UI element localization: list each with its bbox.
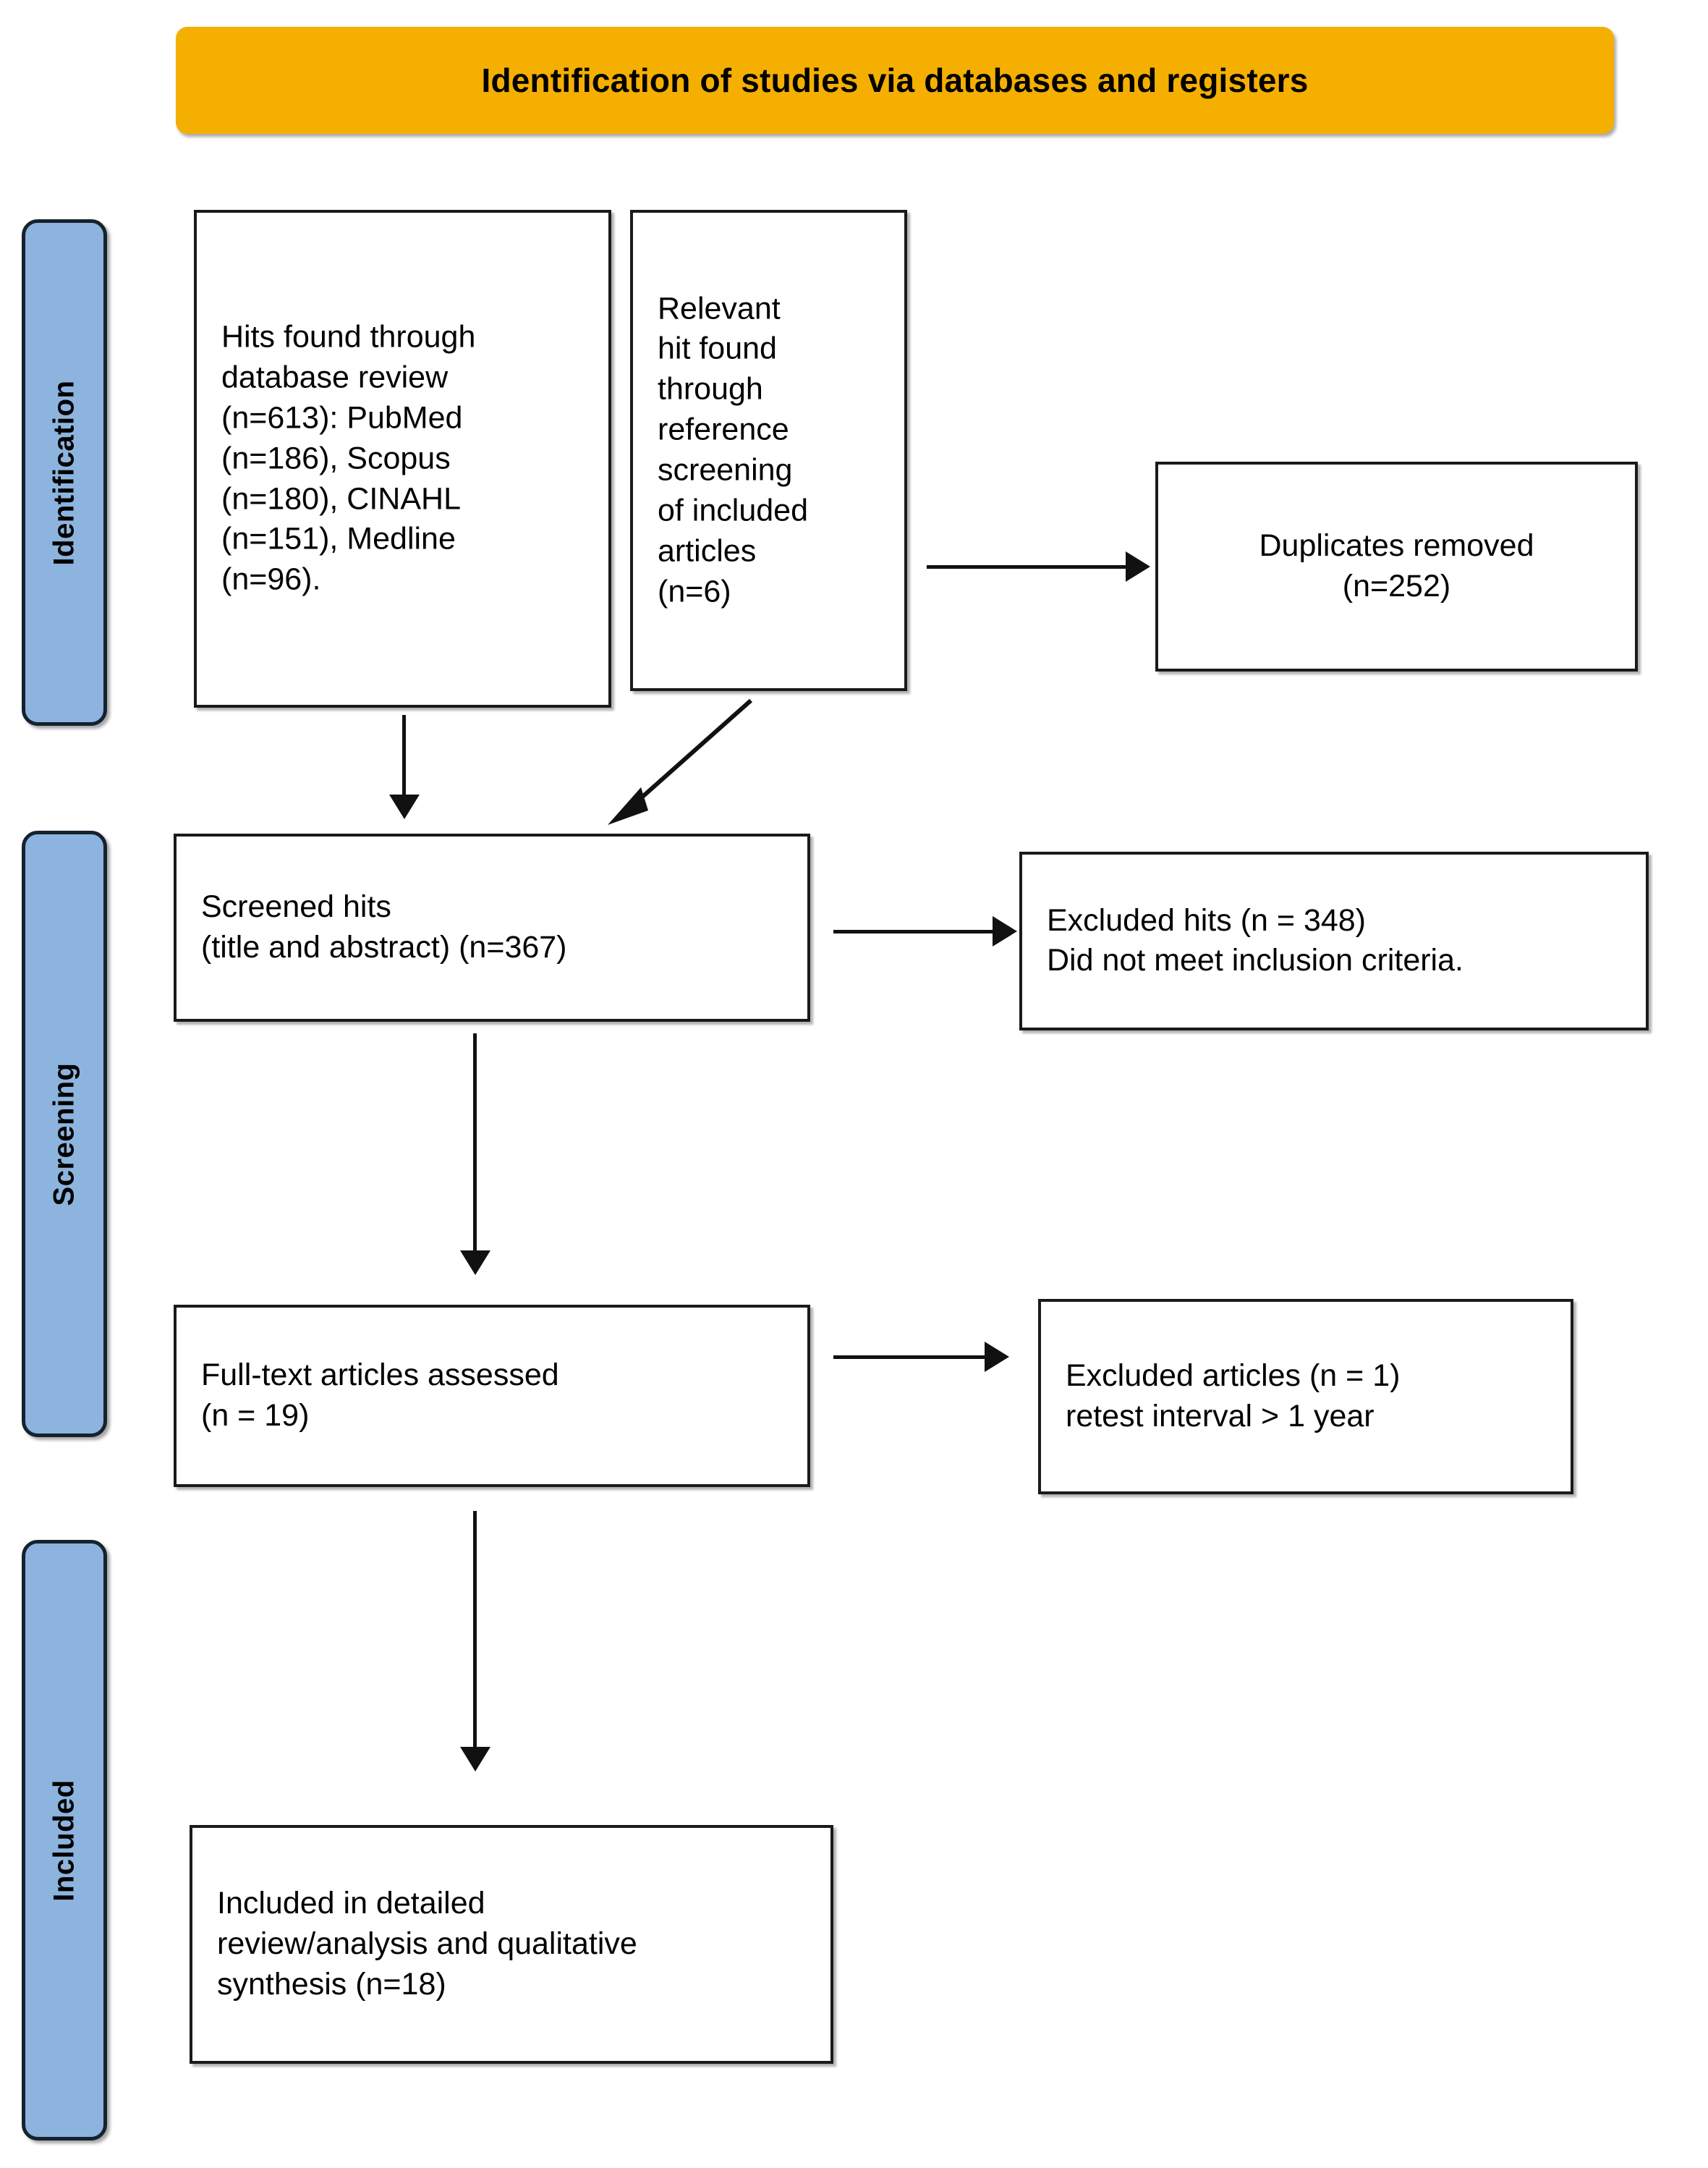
page-title: Identification of studies via databases … xyxy=(481,62,1309,99)
box-fulltext-assessed-text: Full-text articles assessed (n = 19) xyxy=(201,1358,559,1433)
box-excluded-articles: Excluded articles (n = 1) retest interva… xyxy=(1038,1299,1573,1494)
box-excluded-hits: Excluded hits (n = 348) Did not meet inc… xyxy=(1019,852,1649,1030)
stage-label-identification: Identification xyxy=(48,380,80,565)
stage-label-screening: Screening xyxy=(48,1062,80,1206)
connector-screened-to-fulltext-arrowhead xyxy=(460,1250,490,1275)
stage-bar-screening: Screening xyxy=(22,831,107,1437)
box-reference-hits: Relevant hit found through reference scr… xyxy=(630,210,907,691)
box-duplicates-removed-text: Duplicates removed (n=252) xyxy=(1259,528,1534,604)
box-fulltext-assessed: Full-text articles assessed (n = 19) xyxy=(174,1305,810,1487)
stage-bar-identification: Identification xyxy=(22,219,107,726)
box-included-synthesis-text: Included in detailed review/analysis and… xyxy=(217,1886,637,2002)
connector-fulltext-to-excluded-line xyxy=(833,1355,989,1359)
connector-screened-to-fulltext-line xyxy=(473,1033,477,1258)
connector-database-to-screened-arrowhead xyxy=(389,795,420,819)
connector-reference-to-duplicates-arrowhead xyxy=(1126,551,1150,582)
connector-fulltext-to-included-line xyxy=(473,1511,477,1758)
box-screened-hits: Screened hits (title and abstract) (n=36… xyxy=(174,834,810,1022)
box-screened-hits-text: Screened hits (title and abstract) (n=36… xyxy=(201,889,567,965)
box-reference-hits-text: Relevant hit found through reference scr… xyxy=(658,290,808,609)
box-excluded-hits-text: Excluded hits (n = 348) Did not meet inc… xyxy=(1047,902,1463,978)
header-banner: Identification of studies via databases … xyxy=(176,27,1614,134)
box-database-hits-text: Hits found through database review (n=61… xyxy=(221,319,476,597)
box-duplicates-removed: Duplicates removed (n=252) xyxy=(1155,462,1638,672)
box-database-hits: Hits found through database review (n=61… xyxy=(194,210,611,708)
connector-reference-to-screened xyxy=(608,698,752,825)
connector-screened-to-excluded-line xyxy=(833,930,997,933)
connector-fulltext-to-included-arrowhead xyxy=(460,1747,490,1771)
connector-screened-to-excluded-arrowhead xyxy=(993,916,1017,947)
connector-fulltext-to-excluded-arrowhead xyxy=(985,1342,1009,1372)
box-excluded-articles-text: Excluded articles (n = 1) retest interva… xyxy=(1066,1358,1401,1434)
box-included-synthesis: Included in detailed review/analysis and… xyxy=(190,1825,833,2064)
connector-database-to-screened-line xyxy=(402,715,406,803)
stage-bar-included: Included xyxy=(22,1540,107,2141)
stage-label-included: Included xyxy=(48,1779,80,1902)
connector-reference-to-duplicates-line xyxy=(927,565,1129,569)
